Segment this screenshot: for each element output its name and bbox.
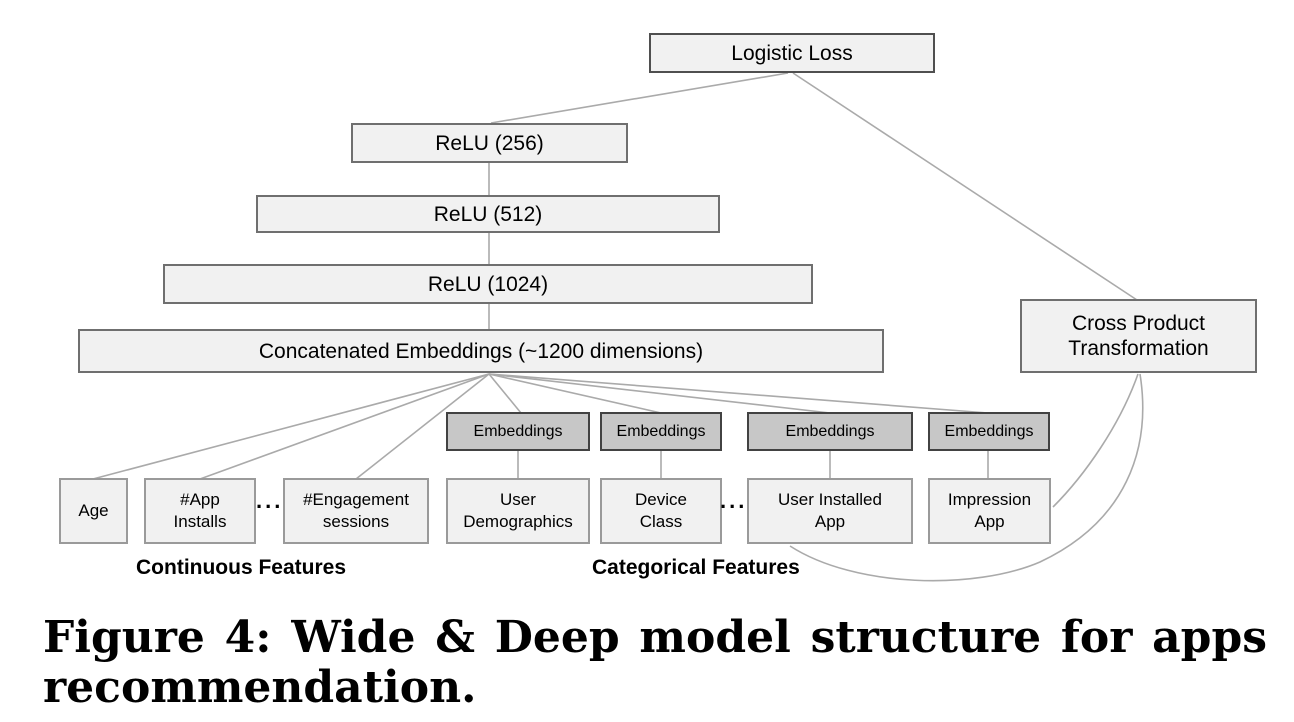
node-feature-user-demographics: User Demographics xyxy=(446,478,590,544)
figure-caption-line-2: recommendation. xyxy=(43,662,477,713)
node-relu-512: ReLU (512) xyxy=(256,195,720,233)
figure-caption-line-1: Figure 4: Wide & Deep model structure fo… xyxy=(43,612,1267,663)
label-categorical-features: Categorical Features xyxy=(592,556,800,579)
edge-loss-relu256 xyxy=(490,72,789,124)
node-embedding-device-class: Embeddings xyxy=(600,412,722,451)
node-feature-device-class: Device Class xyxy=(600,478,722,544)
node-embedding-user-installed-app: Embeddings xyxy=(747,412,913,451)
node-concatenated-embeddings: Concatenated Embeddings (~1200 dimension… xyxy=(78,329,884,373)
edge-crossproduct-impression xyxy=(1052,373,1139,508)
edge-concat-age xyxy=(92,373,490,480)
edge-crossproduct-userinstalled xyxy=(789,373,1144,582)
edge-concat-embedding2 xyxy=(488,373,662,414)
ellipsis-continuous: ... xyxy=(256,488,284,513)
ellipsis-categorical: ... xyxy=(720,488,748,513)
edge-loss-crossproduct xyxy=(792,72,1138,301)
edge-concat-appinstalls xyxy=(199,373,490,480)
edge-concat-embedding4 xyxy=(488,373,989,414)
edge-concat-engagement xyxy=(355,373,490,480)
node-feature-user-installed-app: User Installed App xyxy=(747,478,913,544)
node-cross-product-transformation: Cross Product Transformation xyxy=(1020,299,1257,373)
node-feature-app-installs: #App Installs xyxy=(144,478,256,544)
node-feature-age: Age xyxy=(59,478,128,544)
edge-concat-embedding3 xyxy=(488,373,831,414)
edge-concat-embedding1 xyxy=(488,373,522,414)
node-logistic-loss: Logistic Loss xyxy=(649,33,935,73)
node-relu-1024: ReLU (1024) xyxy=(163,264,813,304)
node-embedding-impression-app: Embeddings xyxy=(928,412,1050,451)
node-embedding-user-demographics: Embeddings xyxy=(446,412,590,451)
node-relu-256: ReLU (256) xyxy=(351,123,628,163)
node-feature-impression-app: Impression App xyxy=(928,478,1051,544)
figure-caption: Figure 4: Wide & Deep model structure fo… xyxy=(43,613,1267,713)
node-feature-engagement-sessions: #Engagement sessions xyxy=(283,478,429,544)
label-continuous-features: Continuous Features xyxy=(136,556,347,579)
